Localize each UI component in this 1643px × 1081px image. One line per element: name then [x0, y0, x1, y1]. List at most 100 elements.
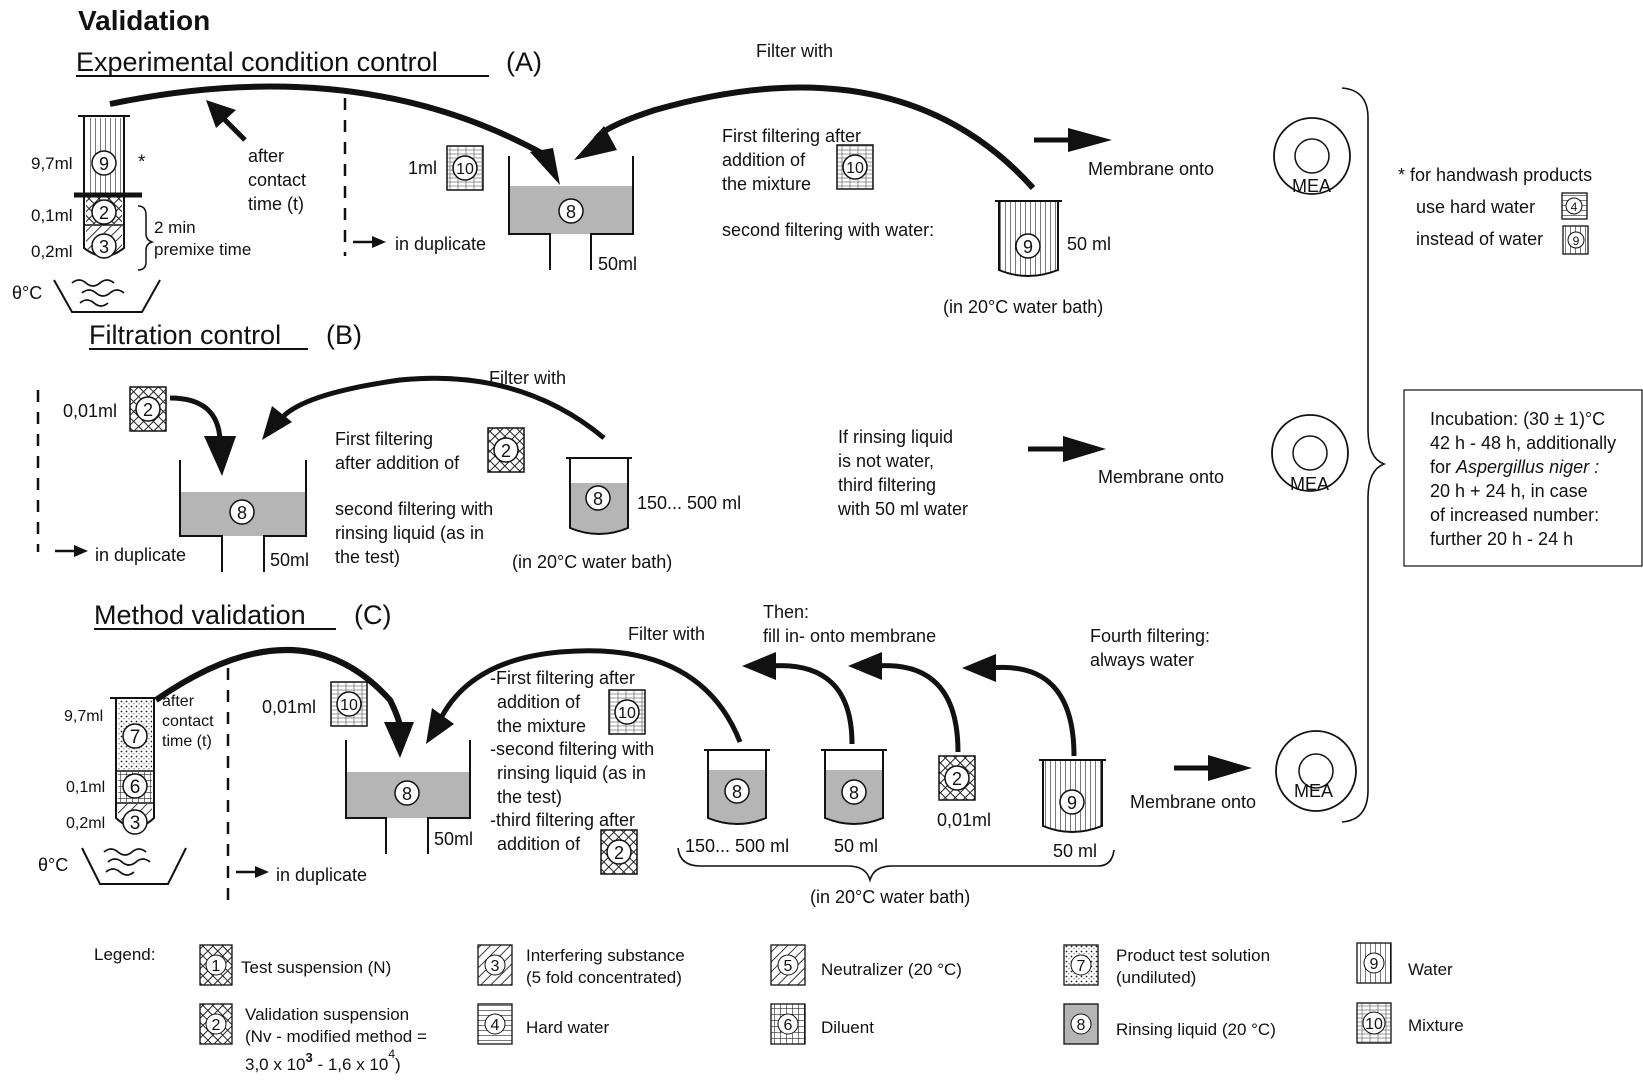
legend-text: Test suspension (N) [241, 958, 391, 977]
filter-with-label: Filter with [756, 41, 833, 61]
svg-text:2: 2 [614, 843, 624, 863]
svg-text:rinsing liquid (as in: rinsing liquid (as in [335, 523, 484, 543]
svg-text:42 h - 48 h, additionally: 42 h - 48 h, additionally [1430, 433, 1616, 453]
legend-text: Hard water [526, 1018, 609, 1037]
svg-text:-third filtering after: -third filtering after [490, 810, 635, 830]
mea-plate-icon [1271, 414, 1349, 492]
svg-text:10: 10 [846, 160, 864, 177]
svg-text:MEA: MEA [1294, 781, 1333, 801]
legend-text: Water [1408, 960, 1453, 979]
arrow-icon [372, 236, 386, 248]
svg-text:7: 7 [130, 727, 141, 748]
section-a-title: Experimental condition control [76, 47, 438, 77]
svg-text:If rinsing liquid: If rinsing liquid [838, 427, 953, 447]
svg-text:after: after [248, 146, 284, 166]
legend-text: (undiluted) [1116, 968, 1196, 987]
incubation-box [1403, 389, 1643, 567]
svg-text:in duplicate: in duplicate [95, 545, 186, 565]
svg-text:8: 8 [732, 782, 742, 802]
svg-text:addition of: addition of [497, 692, 581, 712]
vol-label: 0,2ml [31, 242, 73, 261]
svg-text:2: 2 [212, 1017, 221, 1034]
beaker-rinse-c2: 8 [821, 749, 887, 825]
svg-text:contact: contact [162, 713, 214, 730]
svg-text:2: 2 [99, 203, 109, 223]
svg-text:(in 20°C water bath): (in 20°C water bath) [943, 297, 1103, 317]
svg-text:addition of: addition of [497, 834, 581, 854]
svg-text:8: 8 [566, 202, 576, 222]
svg-text:rinsing liquid (as in: rinsing liquid (as in [497, 763, 646, 783]
svg-text:the mixture: the mixture [497, 716, 586, 736]
section-c-title: Method validation [94, 600, 306, 630]
mea-plate-icon [1273, 117, 1351, 195]
legend-label: Legend: [94, 945, 155, 964]
svg-text:150... 500 ml: 150... 500 ml [685, 836, 789, 856]
right-notes: * for handwash products use hard water 4… [1341, 87, 1643, 823]
arrow-icon [574, 126, 617, 160]
page-title: Validation [78, 5, 210, 36]
water-bath-c [81, 847, 187, 885]
arrow-icon [384, 722, 414, 758]
svg-text:addition of: addition of [722, 150, 806, 170]
svg-text:* for handwash products: * for handwash products [1398, 165, 1592, 185]
svg-text:8: 8 [402, 784, 412, 804]
beaker-water-a: 9 [995, 200, 1062, 277]
svg-text:9,7ml: 9,7ml [64, 708, 103, 725]
section-a: Experimental condition control (A) 9 2 3… [12, 41, 1351, 317]
svg-text:10: 10 [340, 697, 358, 714]
svg-text:second filtering with water:: second filtering with water: [722, 220, 934, 240]
legend-text: Product test solution [1116, 946, 1270, 965]
svg-text:Membrane onto: Membrane onto [1130, 792, 1256, 812]
legend-text: Mixture [1408, 1016, 1464, 1035]
svg-text:after addition of: after addition of [335, 453, 460, 473]
svg-text:third filtering: third filtering [838, 475, 936, 495]
svg-text:of increased number:: of increased number: [1430, 505, 1599, 525]
section-b-tag: (B) [326, 320, 362, 350]
svg-text:Fourth filtering:: Fourth filtering: [1090, 626, 1210, 646]
svg-text:50 ml: 50 ml [1067, 234, 1111, 254]
svg-text:2: 2 [952, 769, 962, 789]
svg-text:0,01ml: 0,01ml [937, 810, 991, 830]
svg-text:First filtering after: First filtering after [722, 126, 861, 146]
svg-text:Filter with: Filter with [628, 624, 705, 644]
svg-text:further 20 h - 24 h: further 20 h - 24 h [1430, 529, 1573, 549]
temp-label: θ°C [12, 283, 42, 303]
legend: Legend: 1 Test suspension (N) 2 Validati… [94, 942, 1464, 1074]
svg-text:instead of water: instead of water [1416, 229, 1543, 249]
svg-text:is not water,: is not water, [838, 451, 934, 471]
svg-text:9: 9 [1573, 234, 1580, 248]
arrow-icon [206, 100, 236, 128]
svg-text:6: 6 [130, 777, 141, 798]
svg-text:with 50 ml water: with 50 ml water [837, 499, 968, 519]
svg-text:second filtering with: second filtering with [335, 499, 493, 519]
arrow-icon [1063, 436, 1106, 462]
svg-text:8: 8 [237, 503, 247, 523]
arrow-icon [530, 148, 560, 185]
duplicate-label: in duplicate [395, 234, 486, 254]
beaker-water-c: 9 [1039, 759, 1106, 833]
arrow-icon [742, 652, 776, 680]
legend-text: Neutralizer (20 °C) [821, 960, 962, 979]
svg-text:8: 8 [1077, 1017, 1086, 1034]
svg-text:in duplicate: in duplicate [276, 865, 367, 885]
svg-text:4: 4 [1571, 200, 1578, 214]
svg-text:3: 3 [491, 958, 500, 975]
svg-text:8: 8 [593, 489, 603, 509]
section-c: Method validation (C) 7 6 3 9,7ml 0,1ml … [38, 600, 1357, 907]
premix-label: 2 min [154, 218, 196, 237]
asterisk: * [138, 152, 146, 173]
svg-text:3: 3 [99, 237, 109, 257]
test-tube-a: 9 2 3 [74, 115, 142, 259]
legend-text: (Nv - modified method = [245, 1027, 427, 1046]
svg-text:-second filtering with: -second filtering with [490, 739, 654, 759]
svg-text:2: 2 [143, 400, 153, 420]
svg-text:the test): the test) [335, 547, 400, 567]
svg-text:5: 5 [784, 958, 793, 975]
arrow-icon [204, 436, 236, 476]
svg-text:(in 20°C water bath): (in 20°C water bath) [512, 552, 672, 572]
legend-text: Validation suspension [245, 1005, 409, 1024]
test-tube-c: 7 6 3 [110, 697, 160, 835]
svg-text:9: 9 [1023, 237, 1033, 257]
svg-text:20 h + 24 h, in case: 20 h + 24 h, in case [1430, 481, 1588, 501]
svg-text:(in 20°C water bath): (in 20°C water bath) [810, 887, 970, 907]
